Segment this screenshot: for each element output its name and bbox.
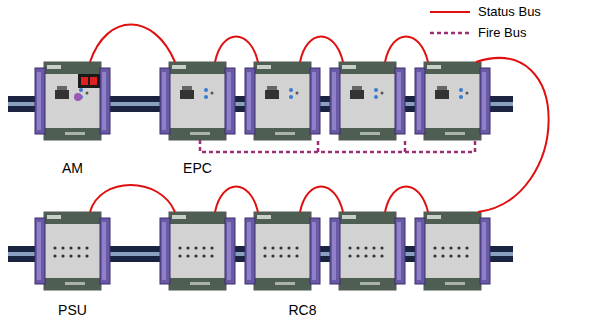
legend-sample xyxy=(430,32,470,35)
status-bus-line xyxy=(90,25,175,63)
module-label: RC8 xyxy=(288,302,316,318)
legend-text: Status Bus xyxy=(478,4,541,19)
legend-text: Fire Bus xyxy=(478,25,526,40)
module-label: AM xyxy=(62,160,83,176)
module-label: PSU xyxy=(58,302,87,318)
legend-sample xyxy=(430,11,470,13)
module-box: PSU xyxy=(35,212,110,318)
module-label: EPC xyxy=(183,160,212,176)
module-box: AM xyxy=(35,62,110,176)
module-box: RC8 xyxy=(245,212,320,318)
module-box: EPC xyxy=(160,62,235,176)
